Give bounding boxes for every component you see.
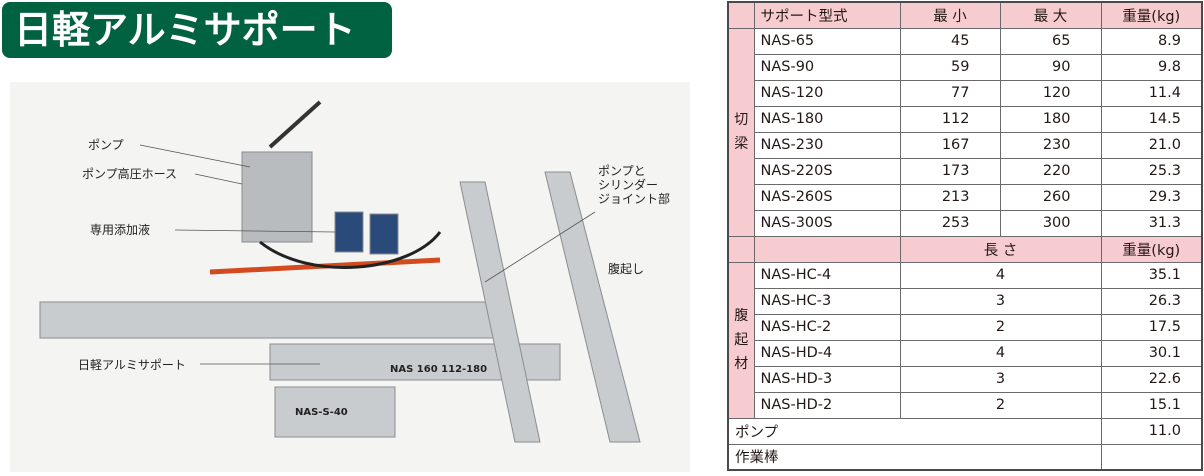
weight: 31.3 bbox=[1100, 209, 1203, 237]
model: NAS-90 bbox=[753, 53, 901, 81]
col-max: 最 大 bbox=[999, 1, 1102, 29]
label-waler: 腹起し bbox=[608, 262, 645, 276]
pump-label: ポンプ bbox=[727, 417, 1102, 445]
model: NAS-HD-2 bbox=[753, 391, 901, 419]
max: 230 bbox=[999, 131, 1102, 159]
col-length: 長 さ bbox=[899, 235, 1102, 263]
model: NAS-HC-2 bbox=[753, 313, 901, 341]
weight: 35.1 bbox=[1100, 261, 1203, 289]
weight: 17.5 bbox=[1100, 313, 1203, 341]
max: 90 bbox=[999, 53, 1102, 81]
max: 180 bbox=[999, 105, 1102, 133]
weight: 8.9 bbox=[1100, 27, 1203, 55]
min: 112 bbox=[899, 105, 1001, 133]
model: NAS-260S bbox=[753, 183, 901, 211]
weight: 11.4 bbox=[1100, 79, 1203, 107]
table-cell bbox=[753, 235, 901, 263]
length: 4 bbox=[899, 261, 1102, 289]
model: NAS-300S bbox=[753, 209, 901, 237]
model: NAS-180 bbox=[753, 105, 901, 133]
label-joint: ポンプと シリンダー ジョイント部 bbox=[598, 164, 671, 206]
length: 2 bbox=[899, 313, 1102, 341]
weight: 29.3 bbox=[1100, 183, 1203, 211]
model: NAS-HC-4 bbox=[753, 261, 901, 289]
model: NAS-230 bbox=[753, 131, 901, 159]
waler-beam bbox=[459, 181, 541, 443]
equipment-illustration bbox=[39, 100, 641, 443]
page-title: 日軽アルミサポート bbox=[2, 2, 392, 58]
weight: 14.5 bbox=[1100, 105, 1203, 133]
max: 260 bbox=[999, 183, 1102, 211]
col-min: 最 小 bbox=[899, 1, 1001, 29]
group-label-struts: 切梁 bbox=[727, 27, 755, 237]
liquid-bottle bbox=[334, 211, 364, 253]
max: 65 bbox=[999, 27, 1102, 55]
max: 220 bbox=[999, 157, 1102, 185]
model: NAS-HC-3 bbox=[753, 287, 901, 315]
min: 167 bbox=[899, 131, 1001, 159]
min: 45 bbox=[899, 27, 1001, 55]
weight: 26.3 bbox=[1100, 287, 1203, 315]
model: NAS-120 bbox=[753, 79, 901, 107]
bar-label: 作業棒 bbox=[727, 443, 1102, 471]
tag-label-short-support: NAS-S-40 bbox=[295, 407, 348, 418]
weight: 9.8 bbox=[1100, 53, 1203, 81]
model: NAS-HD-3 bbox=[753, 365, 901, 393]
min: 213 bbox=[899, 183, 1001, 211]
max: 120 bbox=[999, 79, 1102, 107]
weight: 15.1 bbox=[1100, 391, 1203, 419]
col-model: サポート型式 bbox=[753, 1, 901, 29]
label-support: 日軽アルミサポート bbox=[78, 358, 186, 372]
length: 3 bbox=[899, 365, 1102, 393]
bar-weight bbox=[1100, 443, 1203, 471]
support-beam bbox=[39, 301, 501, 339]
min: 173 bbox=[899, 157, 1001, 185]
pump-body bbox=[241, 151, 313, 243]
col-weight: 重量(kg) bbox=[1100, 1, 1203, 29]
table-cell bbox=[727, 1, 755, 29]
weight: 21.0 bbox=[1100, 131, 1203, 159]
table-cell bbox=[727, 235, 755, 263]
liquid-bottle bbox=[369, 213, 399, 255]
col-weight: 重量(kg) bbox=[1100, 235, 1203, 263]
label-hose: ポンプ高圧ホース bbox=[82, 167, 178, 181]
tag-label-support: NAS 160 112-180 bbox=[390, 364, 488, 375]
label-pump: ポンプ bbox=[88, 138, 124, 152]
weight: 30.1 bbox=[1100, 339, 1203, 367]
group-label-walers: 腹起材 bbox=[727, 261, 755, 419]
model: NAS-HD-4 bbox=[753, 339, 901, 367]
pump-weight: 11.0 bbox=[1100, 417, 1203, 445]
model: NAS-65 bbox=[753, 27, 901, 55]
max: 300 bbox=[999, 209, 1102, 237]
min: 77 bbox=[899, 79, 1001, 107]
length: 4 bbox=[899, 339, 1102, 367]
min: 253 bbox=[899, 209, 1001, 237]
short-support bbox=[274, 386, 396, 438]
min: 59 bbox=[899, 53, 1001, 81]
label-liquid: 専用添加液 bbox=[90, 223, 151, 237]
weight: 25.3 bbox=[1100, 157, 1203, 185]
product-photo: NAS-S-40 NAS 160 112-180 ポンプ ポンプ高圧ホース 専用… bbox=[10, 82, 690, 472]
waler-beam bbox=[544, 171, 641, 443]
model: NAS-220S bbox=[753, 157, 901, 185]
length: 2 bbox=[899, 391, 1102, 419]
length: 3 bbox=[899, 287, 1102, 315]
weight: 22.6 bbox=[1100, 365, 1203, 393]
